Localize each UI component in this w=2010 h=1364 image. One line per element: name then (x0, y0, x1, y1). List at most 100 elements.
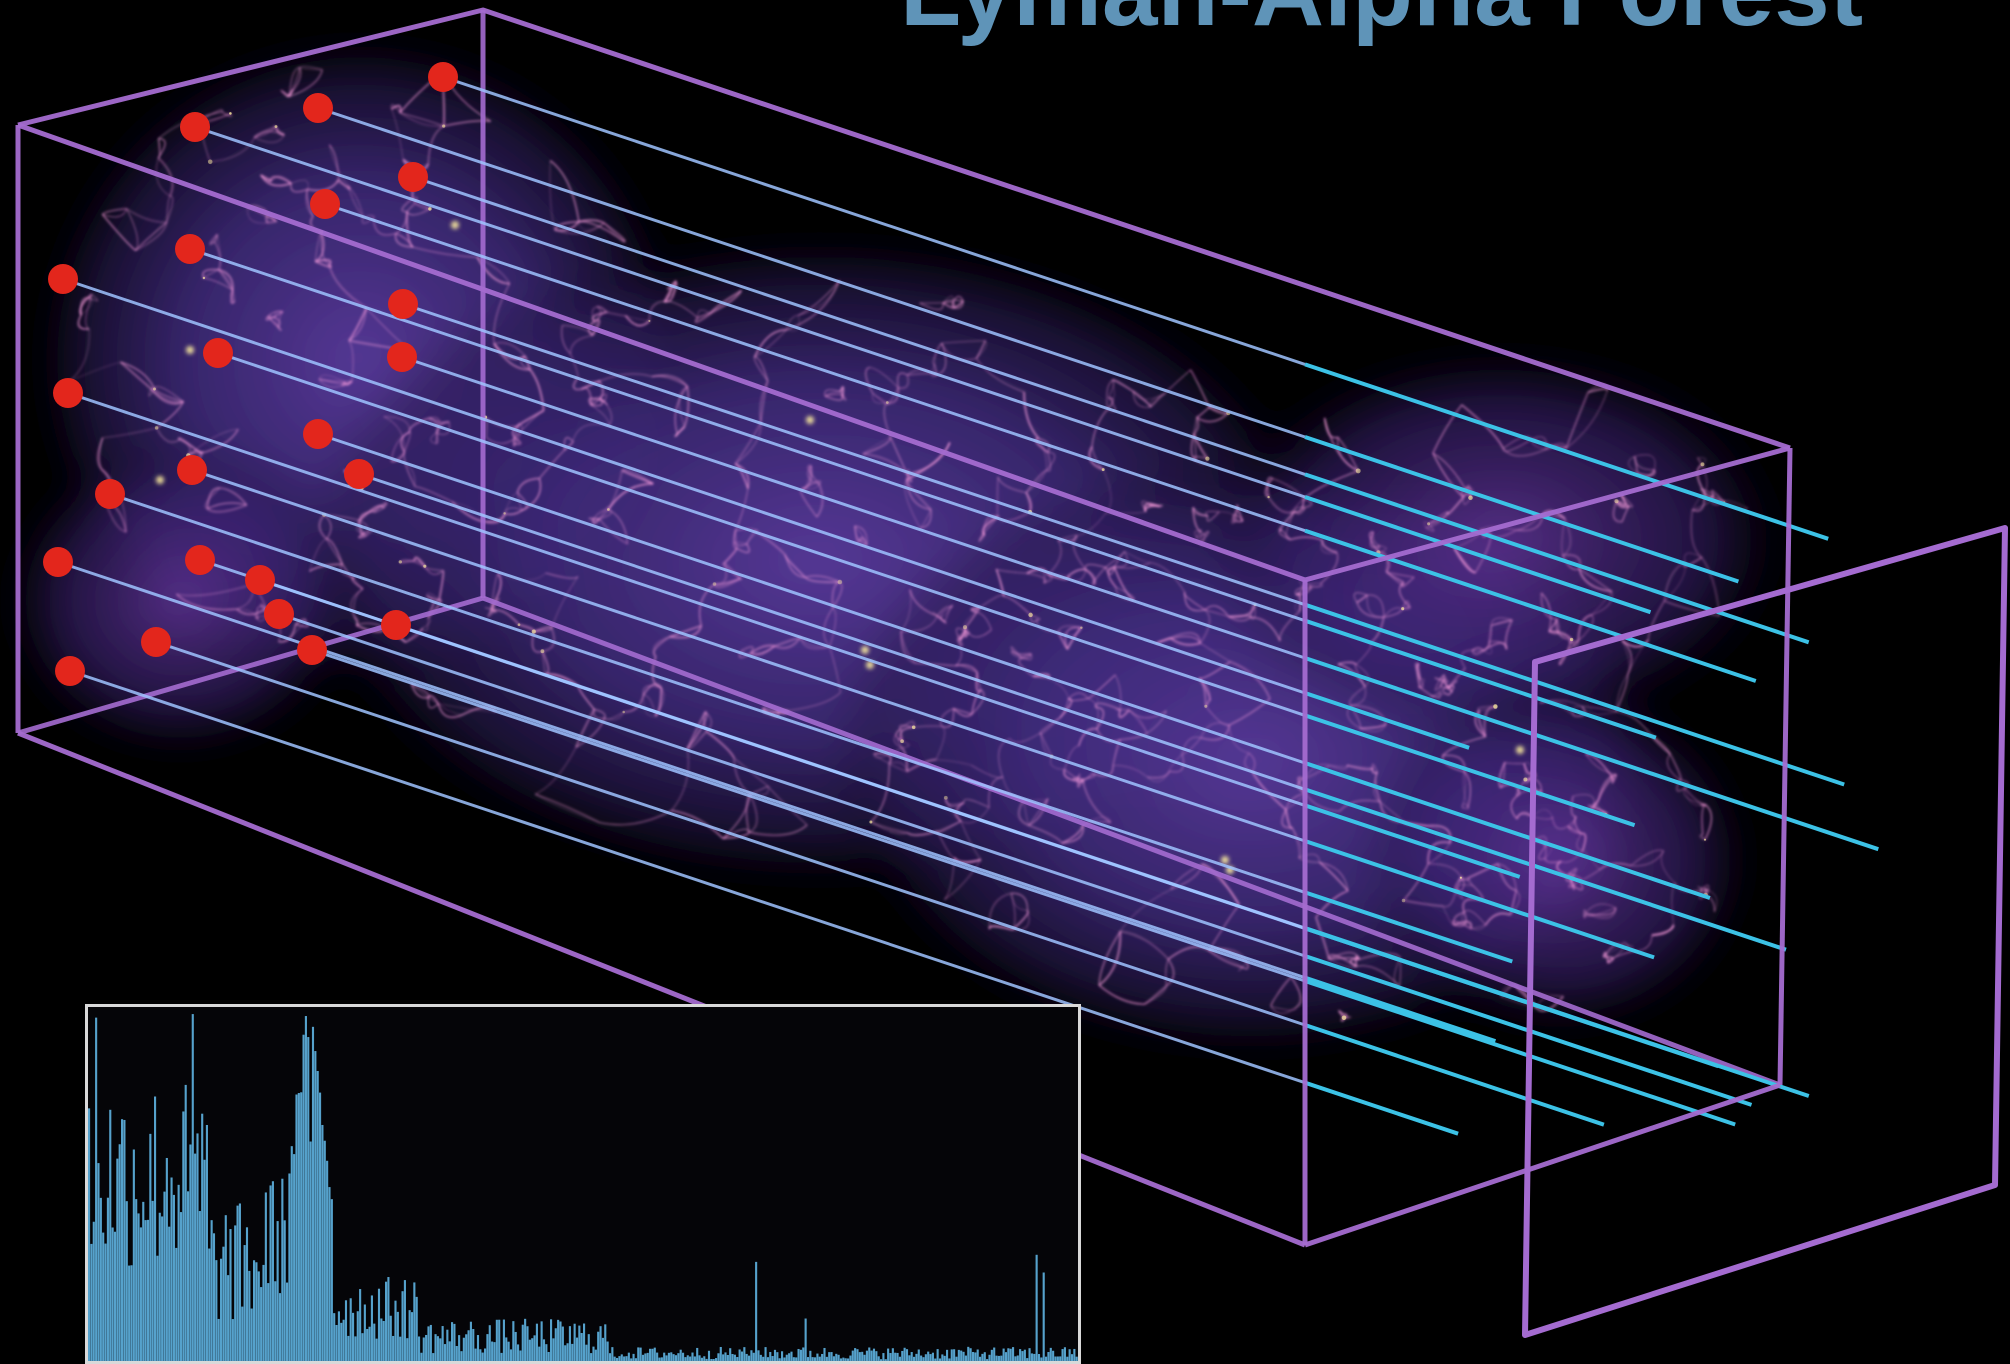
filament-node (1460, 877, 1462, 879)
spectrum-bar (630, 1358, 632, 1361)
spectrum-bar (291, 1146, 293, 1361)
quasar-dot (53, 378, 83, 408)
quasar-dot (303, 93, 333, 123)
spectrum-bar (828, 1352, 830, 1361)
spectrum-bar (402, 1291, 404, 1361)
spectrum-bar (993, 1348, 995, 1361)
spectrum-bar (503, 1320, 505, 1361)
spectrum-bar (166, 1158, 168, 1361)
spectrum-bar (972, 1352, 974, 1361)
filament-node (503, 512, 505, 514)
spectrum-bar (536, 1324, 538, 1361)
spectrum-bar (416, 1297, 418, 1361)
spectrum-bar (576, 1338, 578, 1361)
spectrum-bar (475, 1349, 477, 1361)
filament-node (1493, 704, 1497, 708)
spectrum-bar (559, 1322, 561, 1362)
spectrum-bar (1064, 1347, 1066, 1361)
spectrum-bar (378, 1289, 380, 1361)
spectrum-bar (727, 1355, 729, 1361)
spectrum-bar (930, 1354, 932, 1361)
spectrum-bar (965, 1356, 967, 1361)
spectrum-bar (661, 1357, 663, 1361)
spectrum-bar (892, 1348, 894, 1361)
spectrum-bar (602, 1338, 604, 1361)
spectrum-bar (152, 1201, 154, 1361)
spectrum-bar (529, 1340, 531, 1361)
spectrum-bar (333, 1313, 335, 1361)
spectrum-bar (154, 1097, 156, 1362)
spectrum-bar (743, 1347, 745, 1361)
filament-node (1523, 777, 1527, 781)
spectrum-bar (717, 1353, 719, 1361)
spectrum-bar (201, 1114, 203, 1361)
filament (997, 477, 998, 517)
spectrum-bar (1040, 1357, 1042, 1361)
spectrum-bar (489, 1325, 491, 1361)
spectrum-bar (998, 1356, 1000, 1361)
spectrum-bar (955, 1357, 957, 1361)
spectrum-bar (423, 1338, 425, 1362)
spectrum-bar (251, 1309, 253, 1361)
spectrum-bar (312, 1027, 314, 1361)
spectrum-bar (409, 1310, 411, 1361)
spectrum-bar (519, 1351, 521, 1361)
filament-node (153, 388, 156, 391)
spectrum-bar (724, 1352, 726, 1361)
spectrum-bar (265, 1192, 267, 1361)
spectrum-bar (675, 1355, 677, 1361)
spectrum-bar (272, 1181, 274, 1361)
spectrum-bar (1021, 1351, 1023, 1361)
spectrum-bar (347, 1336, 349, 1361)
spectrum-bar (491, 1342, 493, 1361)
filament-node (428, 207, 431, 210)
spectrum-bar (449, 1341, 451, 1361)
quasar-dot (387, 342, 417, 372)
spectrum-bar (710, 1359, 712, 1361)
quasar-dot (381, 610, 411, 640)
spectrum-bar (161, 1216, 163, 1361)
spectrum-bar (922, 1357, 924, 1361)
spectrum-bar (722, 1354, 724, 1361)
spectrum-bar (673, 1354, 675, 1361)
spectrum-bar (592, 1347, 594, 1361)
spectrum-bar (755, 1262, 757, 1361)
spectrum-bar (1045, 1357, 1047, 1361)
spectrum-bar (835, 1354, 837, 1361)
spectrum-bar (142, 1202, 144, 1361)
spectrum-bar (298, 1093, 300, 1361)
spectrum-bar (274, 1281, 276, 1361)
spectrum-bar (663, 1353, 665, 1361)
spectrum-bar (1010, 1349, 1012, 1361)
spectrum-bar (1029, 1348, 1031, 1361)
spectrum-bar (736, 1357, 738, 1361)
spectrum-bar (805, 1319, 807, 1361)
spectrum-bar (163, 1192, 165, 1361)
filament (589, 518, 599, 519)
spectrum-bar (189, 1144, 191, 1361)
quasar-dot (180, 112, 210, 142)
spectrum-bar (703, 1356, 705, 1361)
bright-node (156, 476, 164, 484)
spectrum-bar (821, 1354, 823, 1361)
spectrum-bar (352, 1313, 354, 1361)
spectrum-bar (343, 1320, 345, 1361)
spectrum-bar (105, 1244, 107, 1361)
spectrum-bar (534, 1335, 536, 1361)
spectrum-bar (852, 1351, 854, 1361)
filament-node (275, 125, 278, 128)
spectrum-bar (569, 1326, 571, 1361)
spectrum-bar (970, 1348, 972, 1361)
spectrum-bar (107, 1198, 109, 1361)
spectrum-bar (618, 1356, 620, 1361)
spectrum-bar (706, 1359, 708, 1361)
spectrum-bar (581, 1333, 583, 1361)
spectrum-bar (444, 1344, 446, 1361)
filament-node (1080, 626, 1082, 628)
spectrum-bar (397, 1312, 399, 1361)
spectrum-bar (376, 1339, 378, 1361)
spectrum-bar (600, 1326, 602, 1361)
filament-node (1205, 456, 1209, 460)
spectrum-bar (979, 1357, 981, 1361)
spectrum-bar (765, 1347, 767, 1361)
